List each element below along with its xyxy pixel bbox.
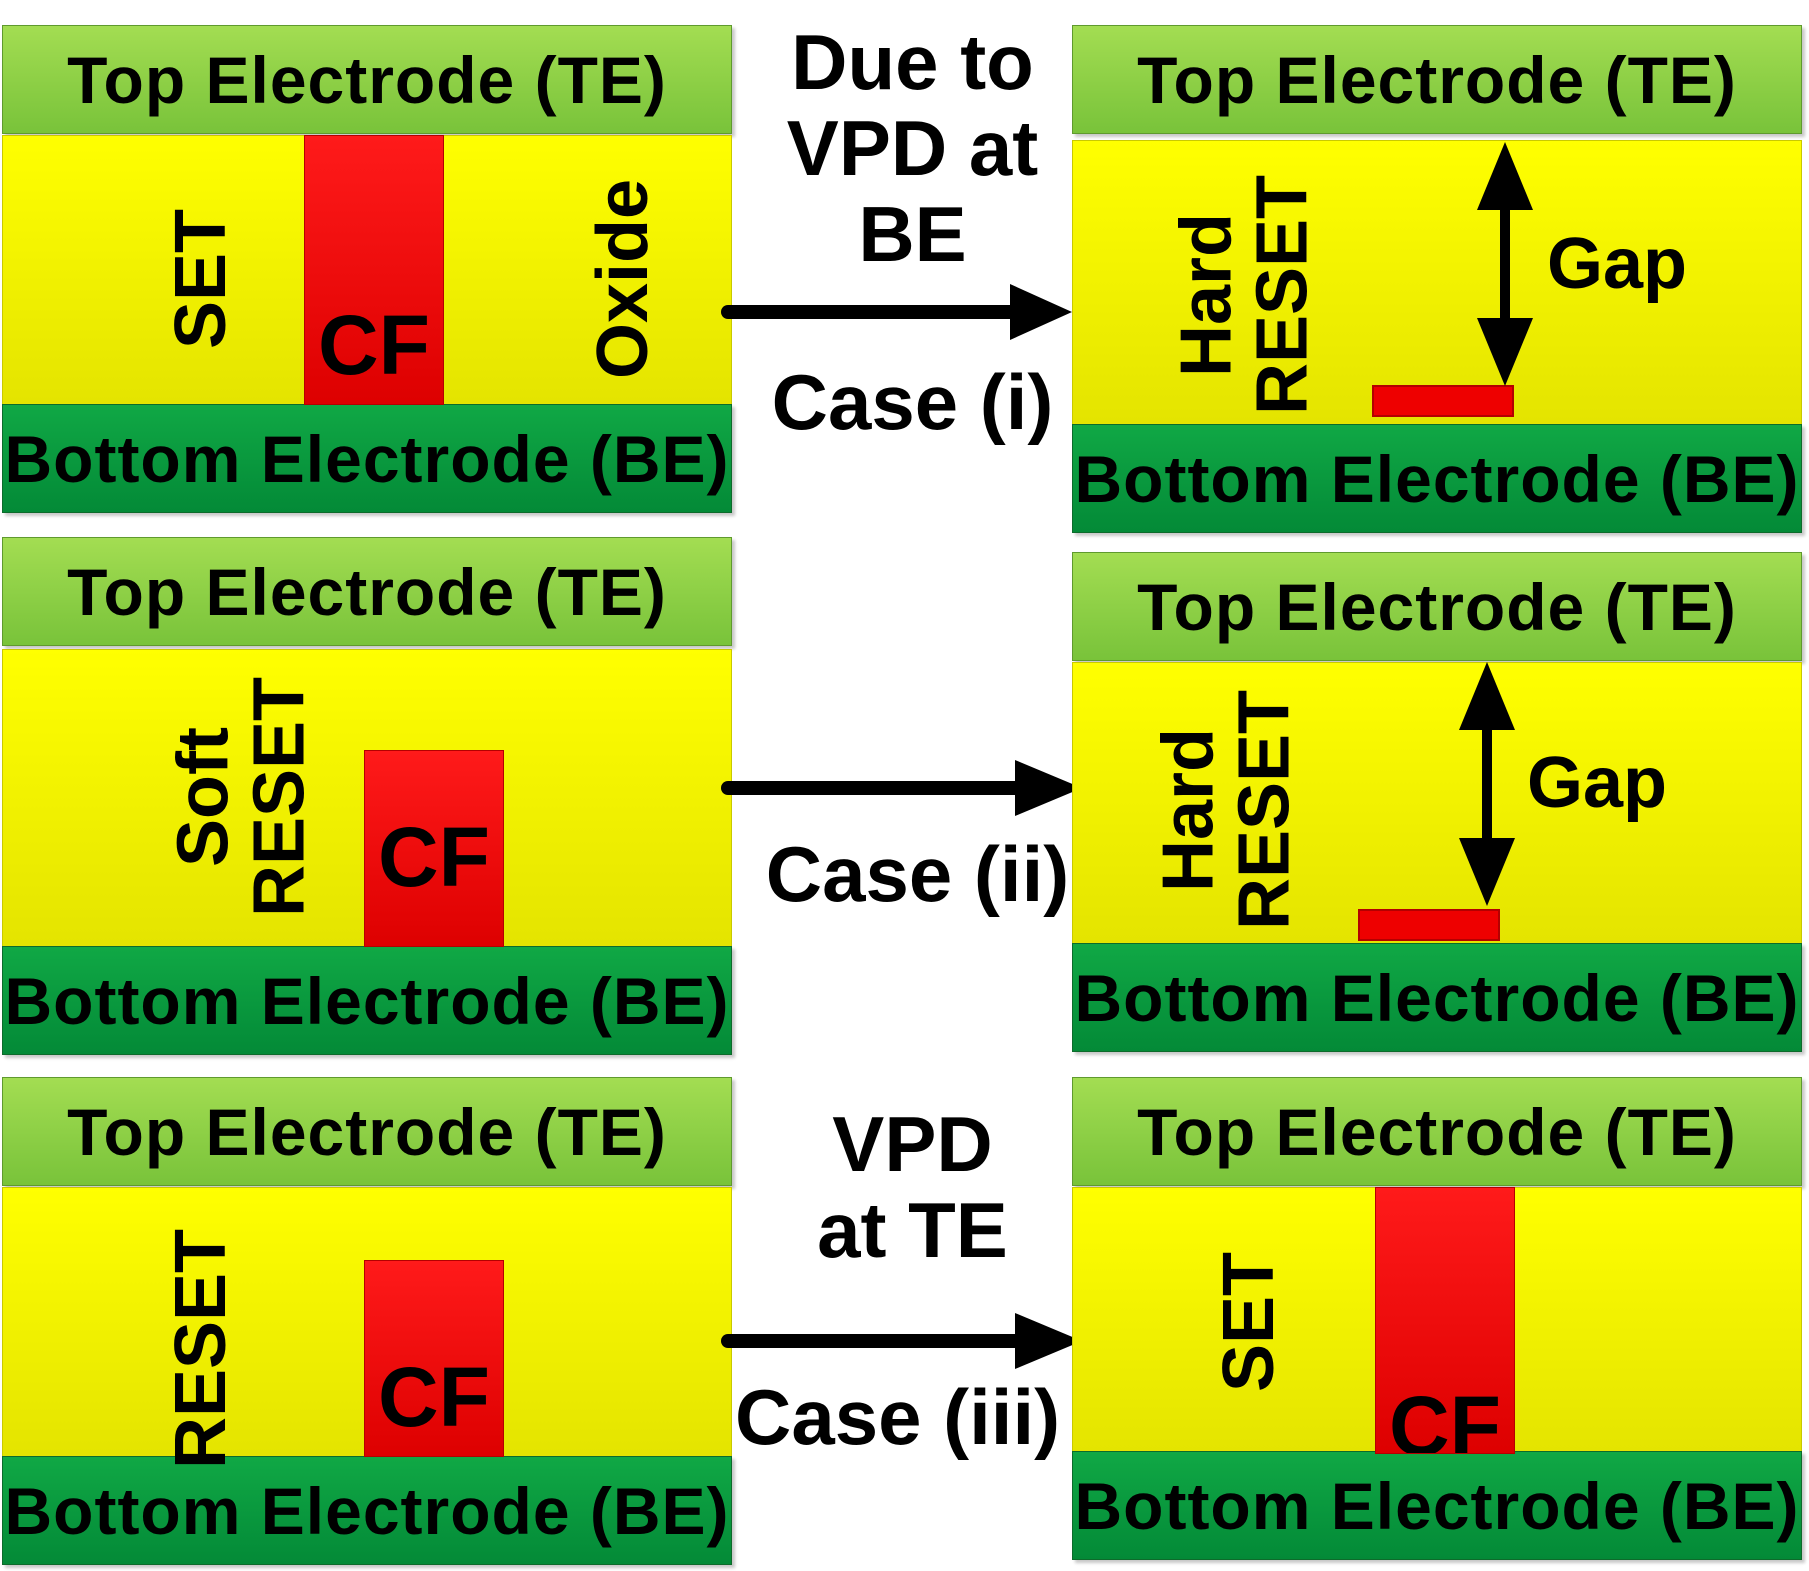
cell-row3-right: Top Electrode (TE) Bottom Electrode (BE)… — [1072, 1077, 1802, 1560]
filament-remnant — [1358, 909, 1500, 941]
state-label-hard-reset: Hard RESET — [1148, 689, 1304, 931]
transition-arrow-case1 — [721, 284, 1072, 340]
state-line: Hard — [1148, 727, 1229, 893]
arrow-annotation-case1-above: Due to VPD at BE — [755, 18, 1070, 278]
top-electrode-label: Top Electrode (TE) — [1137, 1094, 1737, 1169]
state-line: Soft — [163, 727, 244, 867]
gap-label: Gap — [1527, 743, 1668, 823]
state-line: RESET — [239, 676, 319, 918]
transition-arrow-case3 — [721, 1313, 1082, 1369]
cell-row3-left: Top Electrode (TE) Bottom Electrode (BE)… — [2, 1077, 732, 1565]
bottom-electrode-label: Bottom Electrode (BE) — [4, 421, 730, 496]
bottom-electrode: Bottom Electrode (BE) — [1072, 424, 1802, 533]
case-label-1: Case (i) — [771, 358, 1054, 446]
annotation-line: Due to — [791, 18, 1034, 106]
state-label-soft-reset: Soft RESET — [163, 676, 319, 918]
gap-label: Gap — [1547, 224, 1688, 304]
state-line: RESET — [1224, 689, 1304, 931]
top-electrode: Top Electrode (TE) — [2, 1077, 732, 1186]
case-label-3: Case (iii) — [735, 1373, 1061, 1461]
state-line: Hard — [1166, 212, 1247, 378]
gap-arrow — [1459, 662, 1515, 906]
conductive-filament: CF — [1375, 1187, 1515, 1454]
bottom-electrode: Bottom Electrode (BE) — [1072, 1451, 1802, 1560]
top-electrode: Top Electrode (TE) — [1072, 25, 1802, 134]
annotation-line: at TE — [817, 1185, 1008, 1274]
annotation-line: VPD — [832, 1100, 993, 1188]
filament-remnant — [1372, 385, 1514, 417]
conductive-filament: CF — [304, 135, 444, 405]
conductive-filament: CF — [364, 1260, 504, 1457]
top-electrode-label: Top Electrode (TE) — [67, 1094, 667, 1169]
arrow-annotation-case3-above: VPD at TE — [755, 1100, 1070, 1274]
bottom-electrode: Bottom Electrode (BE) — [2, 1456, 732, 1565]
top-electrode: Top Electrode (TE) — [2, 25, 732, 134]
bottom-electrode-label: Bottom Electrode (BE) — [4, 1473, 730, 1548]
case-label-2: Case (ii) — [765, 830, 1070, 918]
cell-row1-left: Top Electrode (TE) Bottom Electrode (BE)… — [2, 25, 732, 513]
state-line: RESET — [1242, 174, 1322, 416]
annotation-line: BE — [858, 189, 967, 278]
state-label-set: SET — [161, 208, 242, 350]
cf-label: CF — [378, 810, 490, 904]
bottom-electrode: Bottom Electrode (BE) — [1072, 943, 1802, 1052]
transition-arrow-case2 — [721, 760, 1082, 816]
oxide-label: Oxide — [583, 178, 664, 380]
state-label-hard-reset: Hard RESET — [1166, 174, 1322, 416]
cell-row1-right: Top Electrode (TE) Bottom Electrode (BE)… — [1072, 25, 1802, 533]
bottom-electrode-label: Bottom Electrode (BE) — [1074, 960, 1800, 1035]
state-label-reset: RESET — [161, 1228, 242, 1470]
bottom-electrode-label: Bottom Electrode (BE) — [1074, 1468, 1800, 1543]
bottom-electrode-label: Bottom Electrode (BE) — [1074, 441, 1800, 516]
top-electrode-label: Top Electrode (TE) — [1137, 569, 1737, 644]
bottom-electrode: Bottom Electrode (BE) — [2, 946, 732, 1055]
top-electrode: Top Electrode (TE) — [2, 537, 732, 646]
bottom-electrode: Bottom Electrode (BE) — [2, 404, 732, 513]
top-electrode-label: Top Electrode (TE) — [67, 554, 667, 629]
top-electrode-label: Top Electrode (TE) — [1137, 42, 1737, 117]
cf-label: CF — [378, 1350, 490, 1444]
cf-label: CF — [1389, 1379, 1501, 1454]
state-label-set: SET — [1209, 1251, 1290, 1393]
annotation-line: VPD at — [786, 103, 1039, 192]
cf-label: CF — [318, 298, 430, 392]
bottom-electrode-label: Bottom Electrode (BE) — [4, 963, 730, 1038]
gap-arrow — [1477, 142, 1533, 386]
oxide-layer — [1072, 140, 1802, 425]
cell-row2-right: Top Electrode (TE) Bottom Electrode (BE)… — [1072, 552, 1802, 1052]
conductive-filament: CF — [364, 750, 504, 947]
top-electrode: Top Electrode (TE) — [1072, 552, 1802, 661]
cell-row2-left: Top Electrode (TE) Bottom Electrode (BE)… — [2, 537, 732, 1055]
oxide-layer — [1072, 662, 1802, 944]
top-electrode-label: Top Electrode (TE) — [67, 42, 667, 117]
top-electrode: Top Electrode (TE) — [1072, 1077, 1802, 1186]
